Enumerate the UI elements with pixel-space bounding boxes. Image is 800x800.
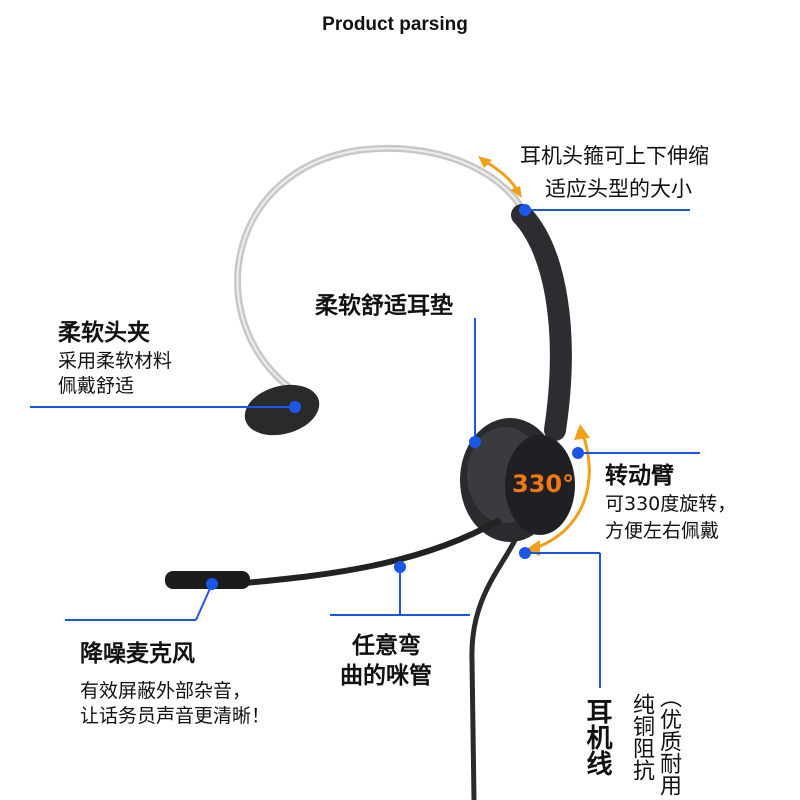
mic-tube-line2: 曲的咪管 <box>340 663 432 689</box>
head-clip-line2: 佩戴舒适 <box>58 375 135 397</box>
rotating-arm-heading: 转动臂 <box>605 463 674 489</box>
microphone-line1: 有效屏蔽外部杂音， <box>80 680 252 702</box>
headband-line1: 耳机头箍可上下伸缩 <box>520 144 709 168</box>
mic-tube-line1: 任意弯 <box>352 633 421 659</box>
head-clip-heading: 柔软头夹 <box>58 320 150 346</box>
ear-cushion-heading: 柔软舒适耳垫 <box>315 293 453 319</box>
rotating-arm-line1: 可330度旋转， <box>605 493 737 515</box>
cable-heading: 耳机线 <box>582 698 612 776</box>
callout-lines <box>30 204 700 688</box>
microphone-heading: 降噪麦克风 <box>80 641 195 667</box>
microphone-line2: 让话务员声音更清晰！ <box>80 705 271 727</box>
cable-col1: 纯铜阻抗 <box>629 693 654 781</box>
cable-col2: （优质耐用 <box>656 686 681 796</box>
mic-boom <box>244 517 502 586</box>
mic-capsule <box>165 571 250 589</box>
rotating-arm-line2: 方便左右佩戴 <box>605 520 720 542</box>
head-clip-pad <box>244 384 320 436</box>
head-clip-line1: 采用柔软材料 <box>58 350 173 372</box>
page-title: Product parsing <box>322 14 468 35</box>
headset-cable <box>469 538 518 800</box>
headband-line2: 适应头型的大小 <box>545 177 692 201</box>
headband-arm <box>511 204 572 441</box>
rotation-degree: 330° <box>512 470 575 498</box>
